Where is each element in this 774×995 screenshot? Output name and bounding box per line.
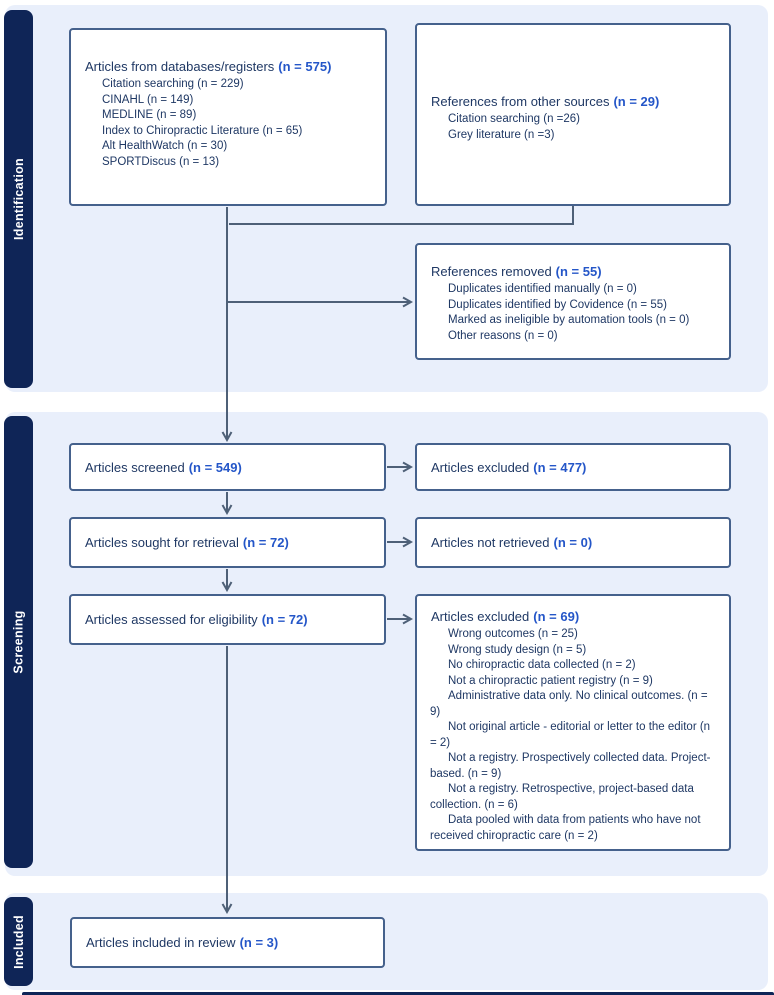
box-title-text: References removed bbox=[431, 264, 552, 279]
stage-label-screening: Screening bbox=[4, 416, 33, 868]
detail-line: Alt HealthWatch (n = 30) bbox=[102, 140, 228, 152]
detail-line: Not a registry. Prospectively collected … bbox=[430, 752, 711, 780]
box-articles-excluded-screening: Articles excluded(n = 477) bbox=[415, 443, 731, 491]
box-details: Citation searching (n = 229) CINAHL (n = … bbox=[71, 77, 385, 170]
box-title-text: Articles excluded bbox=[431, 609, 530, 624]
box-title-text: Articles excluded bbox=[431, 459, 530, 475]
box-title: Articles included in review(n = 3) bbox=[72, 934, 292, 951]
stage-label-screening-text: Screening bbox=[11, 610, 26, 674]
box-title-text: Articles from databases/registers bbox=[85, 59, 275, 74]
box-title-text: Articles screened bbox=[85, 459, 185, 475]
detail-line: Citation searching (n =26) bbox=[448, 113, 581, 125]
box-title: Articles excluded(n = 477) bbox=[417, 459, 600, 476]
detail-line: No chiropractic data collected (n = 2) bbox=[448, 659, 636, 671]
detail-line: Administrative data only. No clinical ou… bbox=[430, 690, 708, 718]
stage-label-included: Included bbox=[4, 897, 33, 986]
detail-line: MEDLINE (n = 89) bbox=[102, 109, 197, 121]
stage-label-included-text: Included bbox=[11, 914, 26, 969]
detail-line: Grey literature (n =3) bbox=[448, 128, 555, 141]
box-details: Wrong outcomes (n = 25) Wrong study desig… bbox=[417, 627, 729, 844]
box-title: References removed(n = 55) bbox=[417, 263, 729, 280]
box-title: Articles screened(n = 549) bbox=[71, 459, 256, 476]
box-title-text: Articles included in review bbox=[86, 935, 236, 950]
box-articles-sought-retrieval: Articles sought for retrieval(n = 72) bbox=[69, 517, 386, 568]
detail-line: Duplicates identified by Covidence (n = … bbox=[448, 298, 667, 311]
box-count: (n = 3) bbox=[239, 935, 279, 950]
box-articles-from-databases: Articles from databases/registers(n = 57… bbox=[69, 28, 387, 206]
next-section-edge bbox=[22, 992, 774, 995]
box-count: (n = 72) bbox=[261, 612, 308, 627]
detail-line: SPORTDiscus (n = 13) bbox=[102, 155, 220, 168]
box-title-text: Articles assessed for eligibility bbox=[85, 612, 258, 627]
detail-line: Index to Chiropractic Literature (n = 65… bbox=[102, 124, 303, 137]
detail-line: Data pooled with data from patients who … bbox=[430, 814, 701, 842]
detail-line: Other reasons (n = 0) bbox=[448, 329, 558, 342]
detail-line: Wrong outcomes (n = 25) bbox=[448, 628, 578, 640]
box-details: Duplicates identified manually (n = 0) Du… bbox=[417, 282, 729, 344]
box-articles-screened: Articles screened(n = 549) bbox=[69, 443, 386, 491]
box-title: Articles excluded(n = 69) bbox=[417, 608, 729, 625]
stage-label-identification-text: Identification bbox=[11, 158, 26, 240]
detail-line: CINAHL (n = 149) bbox=[102, 93, 194, 106]
box-title-text: Articles sought for retrieval bbox=[85, 535, 239, 550]
box-title: Articles from databases/registers(n = 57… bbox=[71, 58, 385, 75]
box-title: Articles not retrieved(n = 0) bbox=[417, 534, 606, 551]
box-title: Articles assessed for eligibility(n = 72… bbox=[71, 611, 322, 628]
box-articles-excluded-eligibility: Articles excluded(n = 69) Wrong outcomes… bbox=[415, 594, 731, 851]
box-count: (n = 0) bbox=[553, 535, 593, 550]
box-references-removed: References removed(n = 55) Duplicates id… bbox=[415, 243, 731, 360]
box-title-text: Articles not retrieved bbox=[431, 535, 550, 550]
box-details: Citation searching (n =26) Grey literatur… bbox=[417, 112, 729, 143]
box-title-text: References from other sources bbox=[431, 94, 610, 109]
detail-line: Marked as ineligible by automation tools… bbox=[448, 314, 690, 326]
box-count: (n = 549) bbox=[188, 459, 242, 475]
box-articles-not-retrieved: Articles not retrieved(n = 0) bbox=[415, 517, 731, 568]
detail-line: Duplicates identified manually (n = 0) bbox=[448, 283, 637, 295]
box-count: (n = 69) bbox=[533, 609, 580, 624]
box-count: (n = 477) bbox=[533, 459, 587, 475]
detail-line: Not a registry. Retrospective, project-b… bbox=[430, 783, 694, 811]
box-title: References from other sources(n = 29) bbox=[417, 93, 729, 110]
box-title: Articles sought for retrieval(n = 72) bbox=[71, 534, 303, 551]
detail-line: Citation searching (n = 229) bbox=[102, 78, 244, 90]
detail-line: Not original article - editorial or lett… bbox=[430, 721, 711, 749]
box-articles-included-review: Articles included in review(n = 3) bbox=[70, 917, 385, 968]
detail-line: Wrong study design (n = 5) bbox=[448, 643, 587, 656]
box-articles-assessed-eligibility: Articles assessed for eligibility(n = 72… bbox=[69, 594, 386, 645]
box-count: (n = 575) bbox=[278, 59, 332, 74]
box-count: (n = 55) bbox=[555, 264, 602, 279]
box-count: (n = 29) bbox=[613, 94, 660, 109]
stage-label-identification: Identification bbox=[4, 10, 33, 388]
box-count: (n = 72) bbox=[242, 535, 289, 550]
detail-line: Not a chiropractic patient registry (n =… bbox=[448, 674, 653, 687]
box-references-other-sources: References from other sources(n = 29) Ci… bbox=[415, 23, 731, 206]
